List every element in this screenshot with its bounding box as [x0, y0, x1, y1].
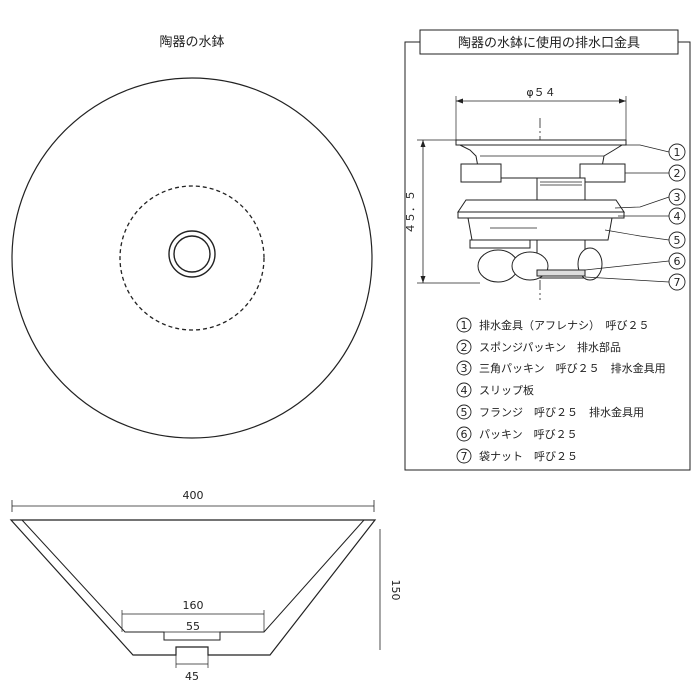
callout-7: 7	[674, 276, 681, 289]
width-dimension: φ５４	[455, 86, 627, 140]
parts-list-text: パッキン 呼び２５	[479, 428, 578, 441]
drain-hole-inner	[173, 235, 211, 273]
drain-fitting-panel: 陶器の水鉢に使用の排水口金具 φ５４ ４５．５	[404, 29, 691, 471]
parts-list-text: フランジ 呼び２５ 排水金具用	[479, 405, 644, 419]
parts-list-number: 3	[461, 362, 468, 375]
bowl-inner-profile	[21, 519, 365, 641]
triangle-packing	[457, 199, 625, 213]
parts-list-text: スポンジパッキン 排水部品	[479, 340, 621, 354]
packing	[469, 239, 531, 249]
panel-title: 陶器の水鉢に使用の排水口金具	[458, 35, 640, 51]
bowl-side-profile	[9, 519, 377, 656]
parts-list: 1 排水金具（アフレナシ） 呼び２５ 2 スポンジパッキン 排水部品 3 三角パ…	[456, 317, 666, 464]
callout-6: 6	[674, 255, 681, 268]
drawing-callouts: 1 2 3 4 5 6 7	[668, 143, 686, 291]
bowl-base-outline-hidden	[119, 185, 265, 331]
side-height-label: 150	[389, 580, 402, 601]
parts-list-item: 1 排水金具（アフレナシ） 呼び２５	[456, 317, 650, 333]
parts-list-item: 2 スポンジパッキン 排水部品	[456, 339, 621, 355]
parts-list-number: 5	[461, 406, 468, 419]
parts-list-item: 3 三角パッキン 呼び２５ 排水金具用	[456, 360, 666, 376]
sponge-packing-left	[460, 163, 502, 183]
parts-list-text: 袋ナット 呼び２５	[479, 449, 578, 463]
parts-list-number: 2	[461, 341, 468, 354]
leader-lines	[584, 144, 670, 283]
top-width-label: 400	[183, 489, 204, 502]
side-height-dimension: 150	[379, 529, 402, 650]
flange	[467, 217, 613, 241]
width-dimension-label: φ５４	[526, 86, 555, 99]
slip-plate	[457, 211, 625, 219]
callout-3: 3	[674, 191, 681, 204]
height-dimension-label: ４５．５	[404, 190, 417, 234]
drain-fitting-section	[455, 139, 627, 283]
hole-upper-dimension: 55	[164, 620, 220, 633]
panel-title-box	[419, 29, 679, 55]
fitting-top-flange	[455, 139, 627, 146]
height-dimension: ４５．５	[404, 139, 480, 284]
sponge-packing-right	[579, 163, 626, 183]
hole-upper-label: 55	[186, 620, 200, 633]
parts-list-text: スリップ板	[479, 383, 534, 397]
callout-1: 1	[674, 146, 681, 159]
parts-list-number: 7	[461, 450, 468, 463]
top-view: 陶器の水鉢	[11, 34, 373, 439]
top-view-title: 陶器の水鉢	[159, 34, 224, 50]
parts-list-text: 排水金具（アフレナシ） 呼び２５	[479, 318, 650, 332]
parts-list-item: 5 フランジ 呼び２５ 排水金具用	[456, 404, 644, 420]
parts-list-number: 4	[461, 384, 468, 397]
parts-list-number: 1	[461, 319, 468, 332]
parts-list-item: 6 パッキン 呼び２５	[456, 426, 578, 442]
parts-list-item: 4 スリップ板	[456, 382, 534, 398]
parts-list-number: 6	[461, 428, 468, 441]
parts-list-item: 7 袋ナット 呼び２５	[456, 448, 578, 464]
callout-4: 4	[674, 210, 681, 223]
bowl-outer-rim	[11, 77, 373, 439]
cap-nut-thread	[536, 269, 586, 277]
callout-2: 2	[674, 167, 681, 180]
hole-lower-dimension: 45	[175, 655, 209, 683]
side-view: 400 150 160 55 45	[9, 489, 402, 683]
inner-base-label: 160	[183, 599, 204, 612]
panel-frame	[404, 41, 691, 471]
drain-hole-outer	[168, 230, 216, 278]
inner-base-dimension: 160	[121, 599, 265, 632]
parts-list-text: 三角パッキン 呼び２５ 排水金具用	[479, 361, 666, 375]
top-width-dimension: 400	[11, 489, 375, 512]
hole-lower-label: 45	[185, 670, 199, 683]
callout-5: 5	[674, 234, 681, 247]
